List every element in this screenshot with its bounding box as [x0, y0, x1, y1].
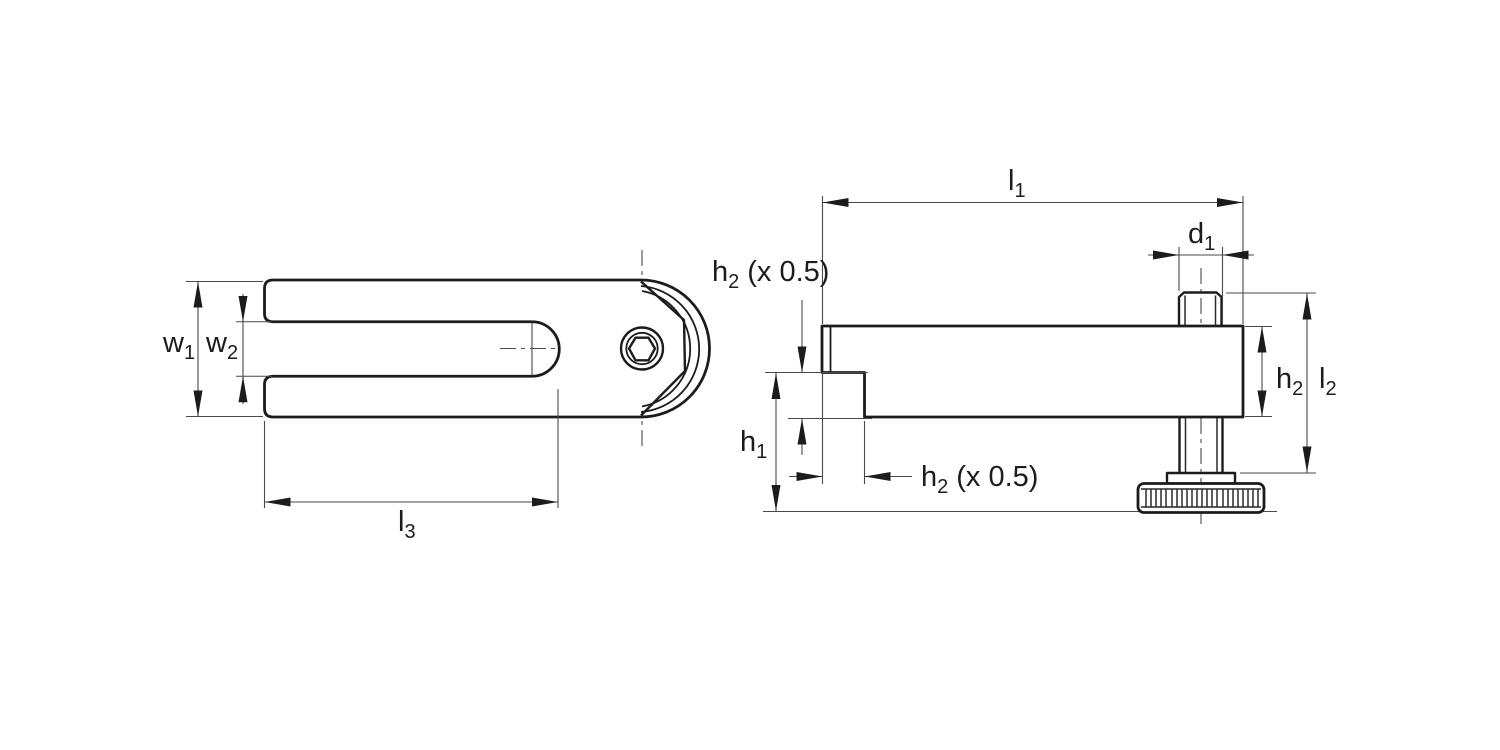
knurled-knob [1136, 482, 1266, 514]
dim-l3: l3 [263, 389, 559, 543]
dim-d1: d1 [1148, 218, 1254, 324]
label-h2-half-lower: h2(x 0.5) [921, 461, 1038, 498]
clamp-bar-outline [820, 324, 1245, 419]
label-w2: w2 [205, 327, 238, 364]
label-l2: l2 [1319, 363, 1337, 400]
label-h1: h1 [740, 426, 767, 463]
dim-h2-half-lower: h2(x 0.5) [789, 374, 1038, 498]
dim-l1: l1 [821, 165, 1244, 324]
fork-outline [263, 278, 711, 419]
label-l1: l1 [1008, 165, 1026, 202]
ball-end-inner-arc-2 [641, 290, 692, 408]
dim-l2: l2 [1226, 292, 1337, 474]
screw-shaft [1178, 418, 1224, 473]
label-w1: w1 [162, 327, 195, 364]
dim-h2-half-upper: h2(x 0.5) [712, 256, 872, 455]
dim-h1: h1 [740, 373, 781, 511]
ball-end-inner-arc-1 [640, 285, 700, 413]
hex-socket-icon [627, 336, 657, 362]
screw-head-outer-circle [619, 326, 665, 371]
knob-outline [1136, 482, 1266, 514]
side-view: l1 d1 h2(x 0.5) h1 [712, 165, 1337, 526]
label-h2-half-upper: h2(x 0.5) [712, 256, 829, 293]
hex-socket-screw-head [619, 326, 665, 371]
dim-w2: w2 [205, 294, 272, 404]
label-l3: l3 [398, 506, 416, 543]
stud-outline [1177, 291, 1223, 326]
dim-w1: w1 [162, 280, 263, 418]
dim-h2: h2 [1245, 325, 1303, 418]
label-d1: d1 [1188, 218, 1215, 255]
knurling-hatch [1145, 489, 1259, 507]
screw-head-inner-circle [625, 331, 659, 366]
ball-end-chamfer [640, 280, 687, 417]
stud-top [1177, 291, 1223, 326]
label-h2: h2 [1276, 363, 1303, 400]
top-view: w1 w2 l3 [162, 250, 714, 543]
